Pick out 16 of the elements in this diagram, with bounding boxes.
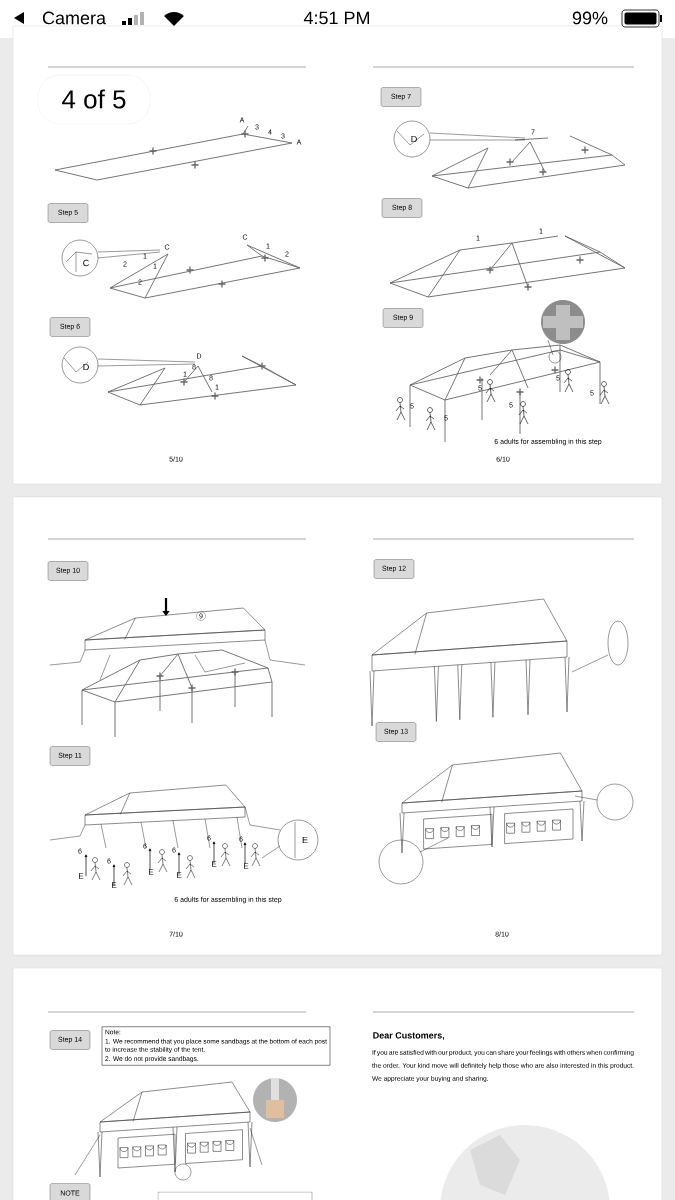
status-text: Camera — [42, 11, 106, 25]
part-label: E — [244, 863, 249, 869]
part-label: D — [83, 363, 89, 371]
part-label: E — [79, 873, 84, 879]
greeting-heading: Dear Customers, — [373, 1032, 445, 1040]
text-box — [157, 1191, 313, 1200]
status-text: 99% — [572, 11, 608, 25]
part-label: E — [112, 882, 117, 888]
status-text: 4:51 PM — [303, 11, 370, 25]
part-label: E — [212, 861, 217, 867]
part-label: D — [411, 135, 417, 143]
part-label: E — [177, 872, 182, 878]
part-label: E — [302, 836, 308, 844]
part-label: E — [149, 869, 154, 875]
part-label: C — [83, 259, 89, 267]
page-counter: 4 of 5 — [62, 89, 126, 109]
